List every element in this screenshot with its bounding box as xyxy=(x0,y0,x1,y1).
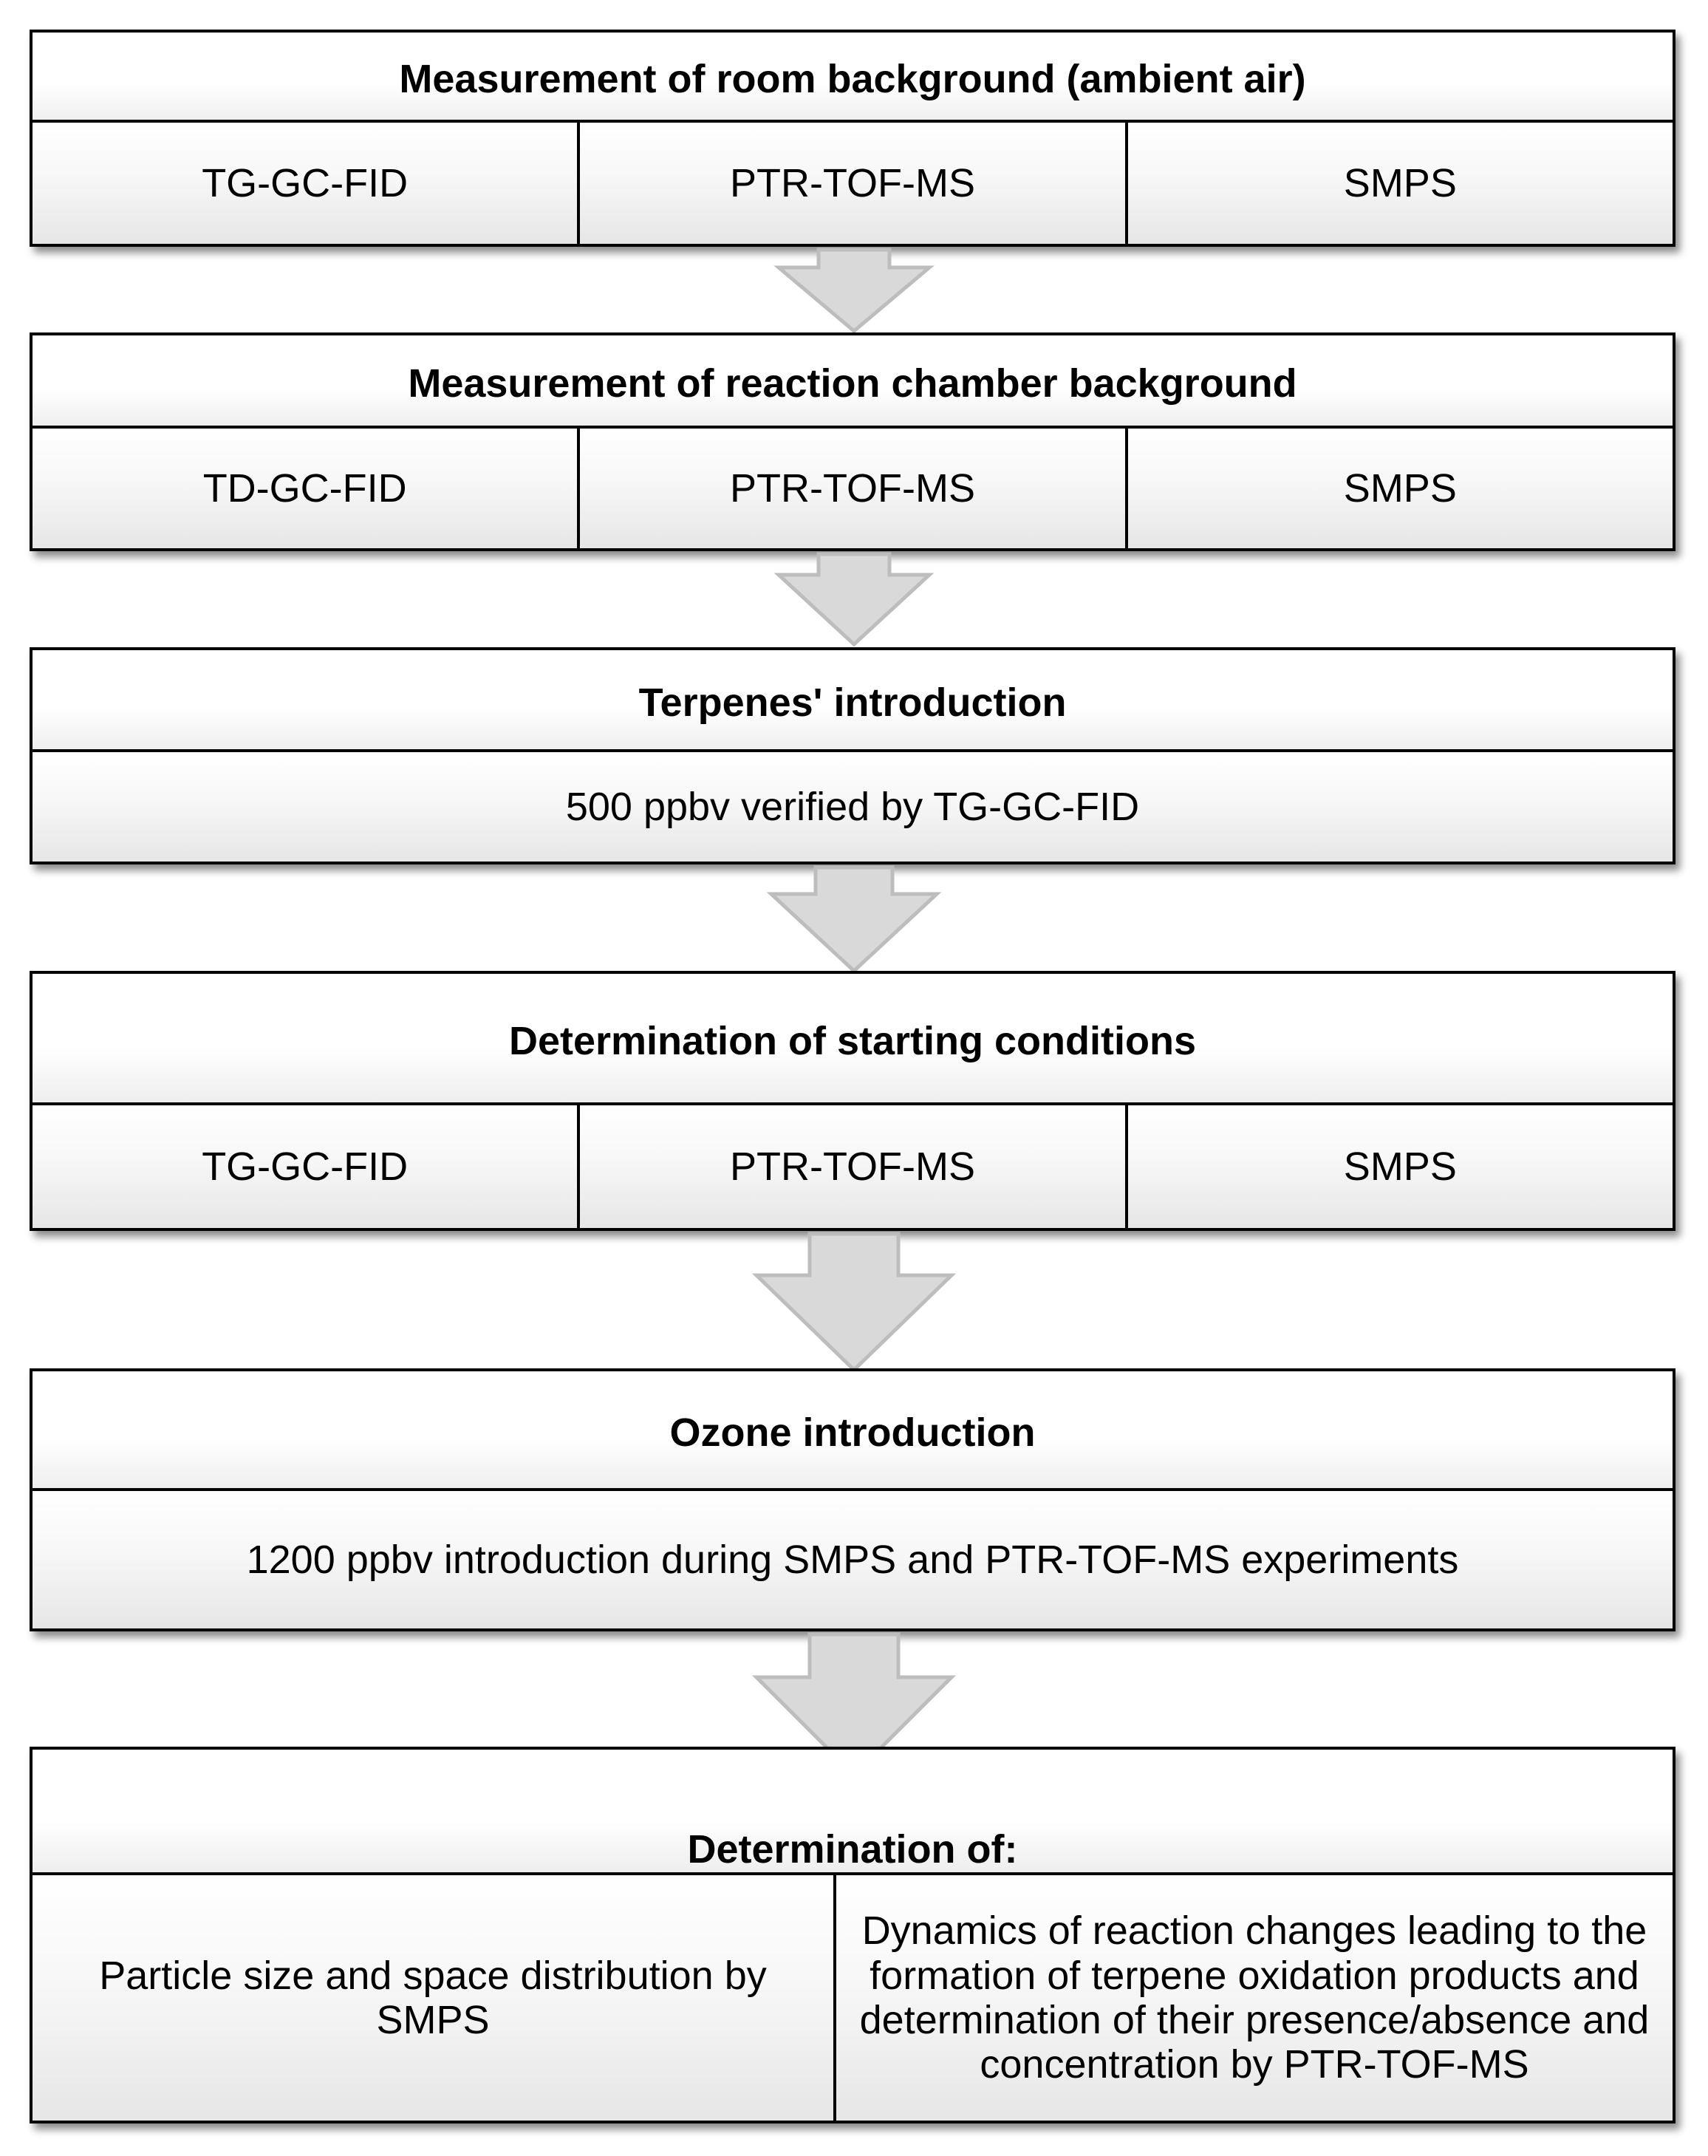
step-6-cell-1: Particle size and space distribution by … xyxy=(33,1875,833,2121)
step-title-1: Measurement of room background (ambient … xyxy=(33,33,1673,126)
step-5-cell-1: 1200 ppbv introduction during SMPS and P… xyxy=(33,1491,1673,1628)
step-row-2: TD-GC-FID PTR-TOF-MS SMPS xyxy=(33,426,1673,548)
step-2-cell-3: SMPS xyxy=(1124,429,1673,548)
step-4-cell-3: SMPS xyxy=(1124,1105,1673,1228)
down-arrow-icon xyxy=(751,1232,957,1373)
step-1-cell-1: TG-GC-FID xyxy=(33,123,578,244)
step-box-2: Measurement of reaction chamber backgrou… xyxy=(30,332,1675,551)
step-row-6: Particle size and space distribution by … xyxy=(33,1872,1673,2121)
step-title-5: Ozone introduction xyxy=(33,1371,1673,1494)
down-arrow-icon xyxy=(773,552,935,647)
step-row-3: 500 ppbv verified by TG-GC-FID xyxy=(33,749,1673,862)
step-1-cell-3: SMPS xyxy=(1124,123,1673,244)
step-4-cell-1: TG-GC-FID xyxy=(33,1105,578,1228)
step-title-3: Terpenes' introduction xyxy=(33,650,1673,755)
step-box-4: Determination of starting conditions TG-… xyxy=(30,971,1675,1231)
down-arrow-icon xyxy=(751,1632,957,1778)
down-arrow-icon xyxy=(773,248,935,334)
step-box-1: Measurement of room background (ambient … xyxy=(30,30,1675,247)
step-title-6: Determination of: xyxy=(33,1750,1673,1878)
step-title-2: Measurement of reaction chamber backgrou… xyxy=(33,335,1673,431)
step-4-cell-2: PTR-TOF-MS xyxy=(577,1105,1125,1228)
step-6-cell-2: Dynamics of reaction changes leading to … xyxy=(833,1875,1673,2121)
step-1-cell-2: PTR-TOF-MS xyxy=(577,123,1125,244)
step-row-5: 1200 ppbv introduction during SMPS and P… xyxy=(33,1488,1673,1628)
step-box-3: Terpenes' introduction 500 ppbv verified… xyxy=(30,647,1675,864)
step-box-6: Determination of: Particle size and spac… xyxy=(30,1747,1675,2123)
step-2-cell-2: PTR-TOF-MS xyxy=(577,429,1125,548)
step-box-5: Ozone introduction 1200 ppbv introductio… xyxy=(30,1368,1675,1631)
step-2-cell-1: TD-GC-FID xyxy=(33,429,578,548)
step-row-1: TG-GC-FID PTR-TOF-MS SMPS xyxy=(33,120,1673,244)
down-arrow-icon xyxy=(766,865,942,974)
step-title-4: Determination of starting conditions xyxy=(33,974,1673,1108)
step-row-4: TG-GC-FID PTR-TOF-MS SMPS xyxy=(33,1102,1673,1228)
step-3-cell-1: 500 ppbv verified by TG-GC-FID xyxy=(33,752,1673,862)
